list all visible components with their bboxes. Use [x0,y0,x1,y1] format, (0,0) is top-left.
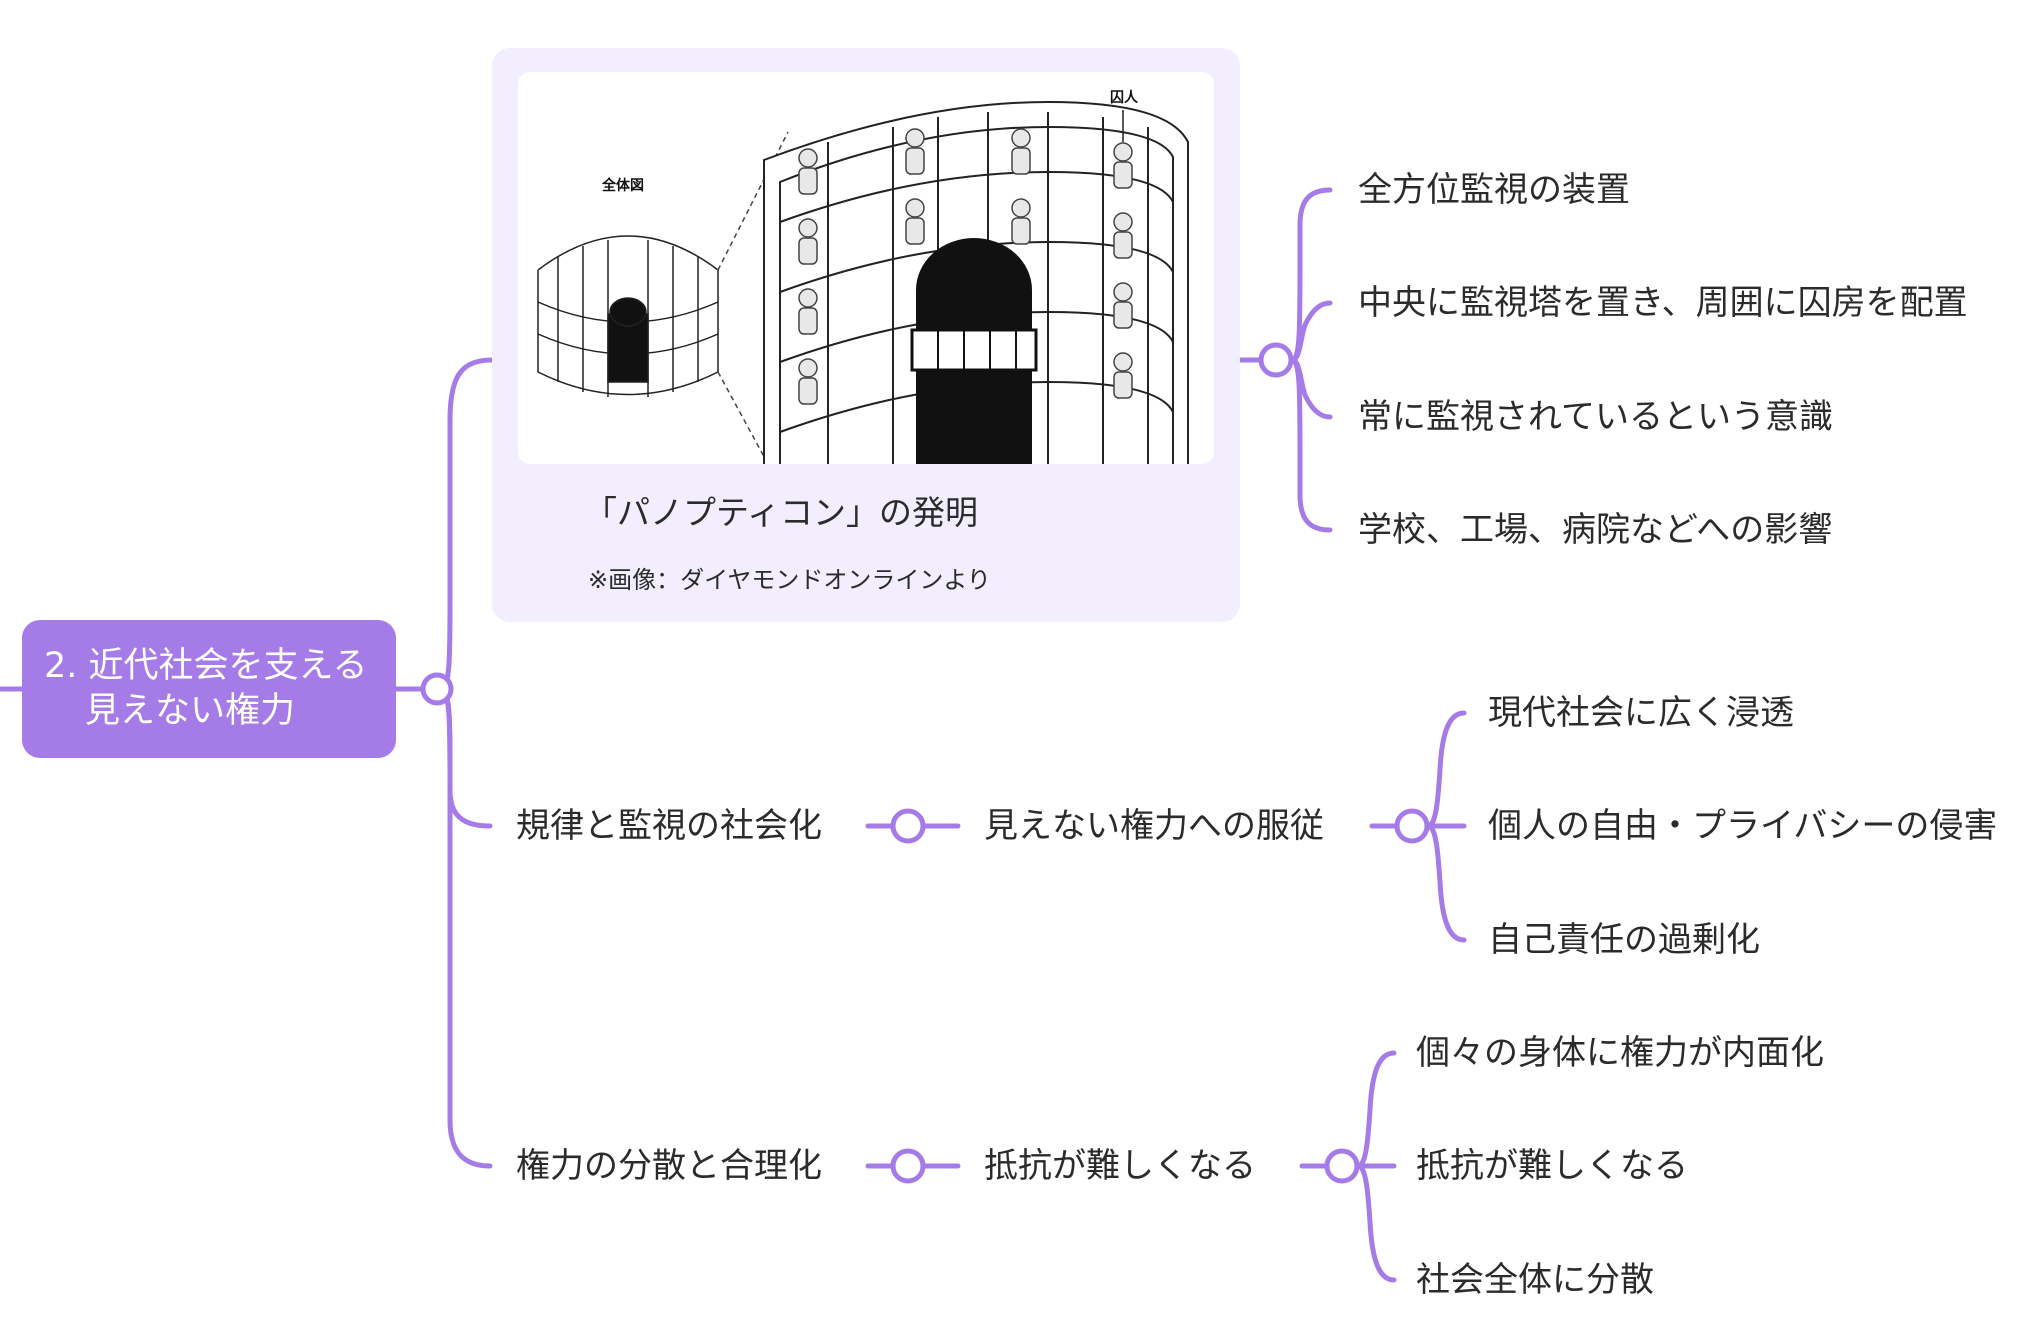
dispersion-topic[interactable]: 権力の分散と合理化 [516,1146,822,1186]
overview-label: 全体図 [601,177,644,194]
prisoner-label: 囚人 [1110,89,1139,106]
panopticon-hub-node [1258,342,1294,378]
root-topic[interactable]: 2. 近代社会を支える 見えない権力 [22,620,396,758]
central-tower [910,238,1038,464]
image-source-note: ※画像：ダイヤモンドオンラインより [588,566,991,594]
discipline-leaf-1[interactable]: 現代社会に広く浸透 [1488,693,1794,733]
dispersion-hub-node [890,1148,926,1184]
discipline-leaf-2[interactable]: 個人の自由・プライバシーの侵害 [1488,806,1998,846]
root-topic-line2: 見えない権力 [85,691,296,731]
dispersion-leaf-1[interactable]: 個々の身体に権力が内面化 [1416,1033,1824,1073]
discipline-hub-node [890,808,926,844]
discipline-subtopic[interactable]: 見えない権力への服従 [984,806,1324,846]
prisoner-figures [798,128,1133,405]
panopticon-illustration: 全体図 [518,72,1214,464]
panopticon-child-2[interactable]: 中央に監視塔を置き、周囲に囚房を配置 [1358,283,1968,323]
discipline-leaf-3[interactable]: 自己責任の過剰化 [1488,920,1760,960]
dispersion-leaf-3[interactable]: 社会全体に分散 [1416,1260,1654,1300]
root-topic-line1: 2. 近代社会を支える [44,646,368,686]
panopticon-child-4[interactable]: 学校、工場、病院などへの影響 [1358,510,1833,550]
dispersion-subtopic[interactable]: 抵抗が難しくなる [984,1146,1256,1186]
dispersion-leaf-2[interactable]: 抵抗が難しくなる [1416,1146,1688,1186]
panopticon-child-3[interactable]: 常に監視されているという意識 [1358,397,1833,437]
discipline-topic[interactable]: 規律と監視の社会化 [516,806,822,846]
discipline-sub-hub-node [1394,808,1430,844]
panopticon-card[interactable]: 全体図 [492,48,1240,622]
root-hub-node [420,672,454,706]
overview-drawing [537,235,719,397]
panopticon-child-1[interactable]: 全方位監視の装置 [1358,170,1630,210]
dispersion-sub-hub-node [1324,1148,1360,1184]
panopticon-title: 「パノプティコン」の発明 [584,493,979,532]
